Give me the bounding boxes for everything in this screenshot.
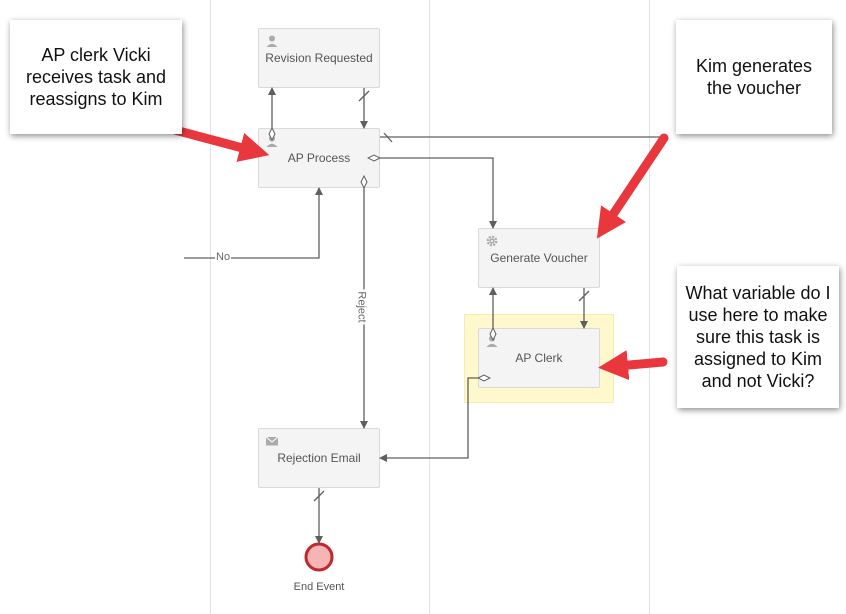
- edge-label-no: No: [215, 251, 232, 263]
- red-arrow-vicki: [170, 125, 270, 162]
- task-label: AP Process: [287, 151, 351, 165]
- task-label: AP Clerk: [515, 351, 563, 365]
- default-flow-slash: [578, 290, 590, 302]
- default-flow-slash: [313, 490, 325, 502]
- task-rejection-email[interactable]: Rejection Email: [258, 428, 380, 488]
- task-label: Rejection Email: [277, 451, 361, 465]
- default-flow-slash: [383, 132, 393, 143]
- default-flow-slash: [358, 90, 370, 102]
- task-generate-voucher[interactable]: Generate Voucher: [478, 228, 600, 288]
- task-label: Revision Requested: [265, 51, 373, 65]
- gear-icon: [486, 235, 498, 247]
- edge-process-to-voucher: [380, 158, 493, 228]
- edge-clerk-to-rejection: [380, 378, 478, 458]
- lane-divider: [429, 0, 430, 614]
- lane-divider: [649, 0, 650, 614]
- end-event-label: End Event: [293, 581, 345, 593]
- task-ap-process[interactable]: AP Process: [258, 128, 380, 188]
- task-label: Generate Voucher: [490, 251, 588, 265]
- callout-vicki: AP clerk Vicki receives task and reassig…: [10, 20, 182, 134]
- lane-divider: [210, 0, 211, 614]
- task-revision-requested[interactable]: Revision Requested: [258, 28, 380, 88]
- envelope-icon: [265, 436, 279, 446]
- end-event-circle: [304, 542, 334, 572]
- red-arrow-kim: [596, 133, 669, 239]
- red-arrow-question: [598, 350, 668, 381]
- person-icon: [266, 35, 278, 47]
- callout-question: What variable do I use here to make sure…: [677, 266, 839, 408]
- callout-kim: Kim generates the voucher: [676, 20, 832, 134]
- edge-no-to-process: [184, 187, 323, 259]
- edge-label-reject: Reject: [355, 289, 368, 325]
